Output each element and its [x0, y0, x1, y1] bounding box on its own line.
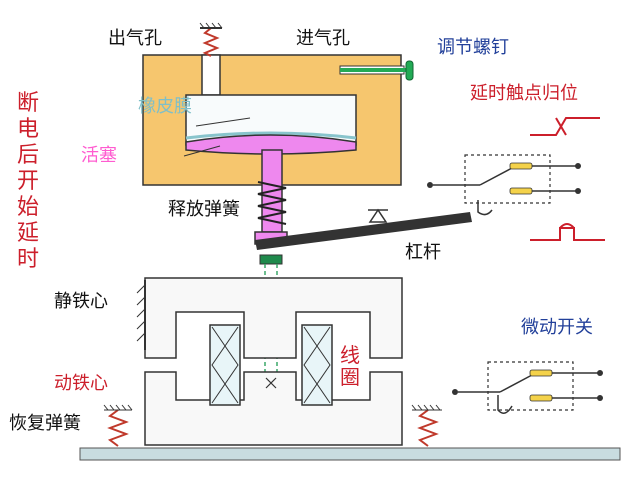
moving-iron-core	[144, 371, 403, 446]
static-iron-core	[144, 277, 403, 359]
label-rubber-membrane: 橡皮膜	[138, 96, 192, 117]
adjust-screw-shaft	[340, 68, 410, 72]
label-micro-switch: 微动开关	[521, 317, 593, 338]
adjust-screw-head	[405, 60, 414, 81]
label-adjust-screw: 调节螺钉	[437, 37, 509, 58]
label-reset-spring: 恢复弹簧	[9, 413, 81, 434]
label-delay-after-power-off: 断电后开始延时	[16, 91, 39, 272]
coil-left	[209, 324, 241, 406]
delay-symbol-close	[530, 227, 605, 241]
label-static-core: 静铁心	[54, 291, 108, 312]
coil-right	[301, 324, 333, 406]
label-piston: 活塞	[81, 145, 117, 166]
lever	[255, 212, 472, 250]
label-delay-contact-reset: 延时触点归位	[470, 83, 578, 104]
reset-spring-right	[417, 409, 439, 447]
label-moving-core: 动铁心	[54, 373, 108, 394]
label-air-outlet: 出气孔	[108, 28, 162, 49]
label-air-inlet: 进气孔	[296, 28, 350, 49]
rubber-membrane	[185, 131, 357, 140]
air-outlet-hole	[201, 54, 221, 96]
label-coil: 线圈	[340, 343, 360, 389]
piston-head	[185, 134, 357, 155]
outlet-spring	[202, 27, 220, 57]
reset-spring-left	[107, 409, 129, 447]
release-spring	[257, 181, 287, 225]
delay-contact-switch-box	[464, 154, 551, 204]
base-plate	[79, 447, 621, 461]
label-lever: 杠杆	[405, 242, 441, 263]
label-release-spring: 释放弹簧	[168, 199, 240, 220]
push-rod-head	[259, 254, 283, 265]
micro-switch-box	[487, 361, 574, 411]
lever-pivot	[368, 208, 388, 223]
